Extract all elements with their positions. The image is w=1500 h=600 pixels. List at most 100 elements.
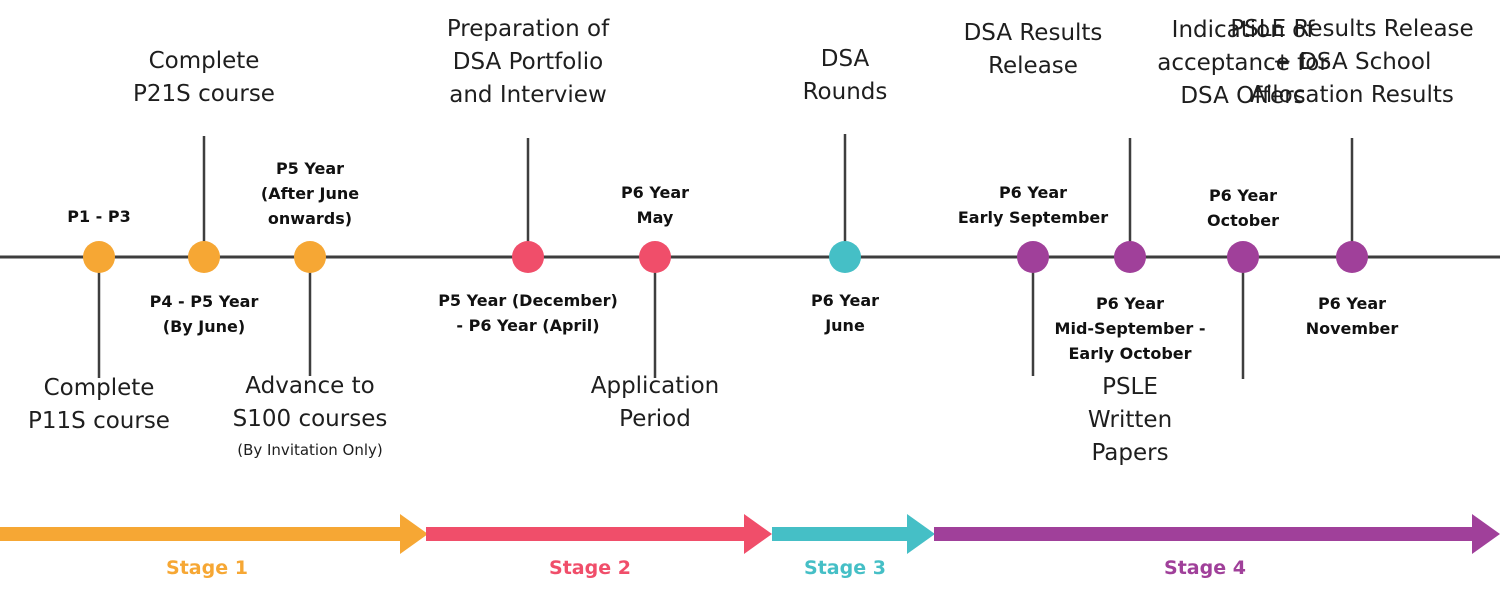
milestone-label-line: P11S course bbox=[28, 408, 170, 434]
milestone-dot bbox=[1017, 241, 1049, 273]
stage-arrow-3: Stage 3 bbox=[772, 514, 935, 579]
stage-arrow-shape bbox=[0, 514, 428, 554]
milestone-p5-after-june: Advance to S100 courses (By Invitation Onl… bbox=[233, 159, 388, 459]
milestone-label: Advance to S100 courses bbox=[233, 373, 388, 432]
milestone-label: Preparation of DSA Portfolio and Interview bbox=[447, 16, 610, 108]
milestone-dot bbox=[83, 241, 115, 273]
milestone-label-line: Period bbox=[619, 406, 691, 432]
milestone-label-line: Rounds bbox=[803, 79, 888, 105]
milestone-date-line: Mid-September - bbox=[1055, 319, 1206, 338]
milestone-date-line: P4 - P5 Year bbox=[150, 292, 259, 311]
milestone-label-line: and Interview bbox=[449, 82, 607, 108]
milestone-dot bbox=[1227, 241, 1259, 273]
milestone-date-line: Early October bbox=[1068, 344, 1191, 363]
stage-arrow-shape bbox=[934, 514, 1500, 554]
milestone-dot bbox=[829, 241, 861, 273]
milestone-dot bbox=[639, 241, 671, 273]
milestone-label: DSA Rounds bbox=[803, 46, 888, 105]
milestone-date-line: P6 Year bbox=[621, 183, 689, 202]
milestone-date-line: - P6 Year (April) bbox=[456, 316, 599, 335]
milestone-label-line: Papers bbox=[1091, 440, 1168, 466]
milestone-date-line: May bbox=[637, 208, 674, 227]
milestone-date-line: P6 Year bbox=[811, 291, 879, 310]
milestone-label-line: DSA bbox=[821, 46, 870, 72]
stage-label: Stage 1 bbox=[166, 557, 248, 579]
milestone-label-line: S100 courses bbox=[233, 406, 388, 432]
milestone-dot bbox=[1114, 241, 1146, 273]
stage-arrow-4: Stage 4 bbox=[934, 514, 1500, 579]
milestone-label-line: Indication of bbox=[1172, 17, 1316, 43]
milestone-label-line: PSLE bbox=[1102, 374, 1158, 400]
stage-arrows: Stage 1 Stage 2 Stage 3 Stage 4 bbox=[0, 514, 1500, 579]
milestone-note: (By Invitation Only) bbox=[237, 441, 383, 459]
stage-arrow-shape bbox=[426, 514, 772, 554]
stage-label: Stage 4 bbox=[1164, 557, 1246, 579]
stage-arrow-2: Stage 2 bbox=[426, 514, 772, 579]
milestone-label-line: Written bbox=[1088, 407, 1172, 433]
milestone-label-line: DSA Results bbox=[964, 20, 1103, 46]
milestone-label-line: Preparation of bbox=[447, 16, 610, 42]
milestone-date-line: October bbox=[1207, 211, 1279, 230]
milestone-label-line: Complete bbox=[44, 375, 155, 401]
milestone-label-line: Advance to bbox=[245, 373, 374, 399]
milestone-dot bbox=[294, 241, 326, 273]
milestone-label-line: PSLE Results Release bbox=[1230, 16, 1473, 42]
milestone-date-line: P6 Year bbox=[999, 183, 1067, 202]
milestone-label-line: Application bbox=[591, 373, 720, 399]
milestone-date-line: (By June) bbox=[163, 317, 245, 336]
milestone-p5-dec-p6-apr: Preparation of DSA Portfolio and Interview… bbox=[438, 16, 618, 335]
milestone-label-line: + DSA School bbox=[1273, 49, 1432, 75]
milestone-label-line: Complete bbox=[149, 48, 260, 74]
milestone-label-line: acceptance for bbox=[1157, 50, 1329, 76]
stage-arrow-shape bbox=[772, 514, 935, 554]
stage-label: Stage 3 bbox=[804, 557, 886, 579]
milestone-date-line: June bbox=[824, 316, 865, 335]
milestone-label-line: DSA Offers bbox=[1180, 83, 1305, 109]
milestone-date-line: P6 Year bbox=[1318, 294, 1386, 313]
stage-label: Stage 2 bbox=[549, 557, 631, 579]
milestone-label-line: P21S course bbox=[133, 81, 275, 107]
stage-arrow-1: Stage 1 bbox=[0, 514, 428, 579]
milestone-date-line: Early September bbox=[958, 208, 1108, 227]
milestone-date-line: P5 Year bbox=[276, 159, 344, 178]
milestone-date-line: P6 Year bbox=[1096, 294, 1164, 313]
milestone-date-line: P6 Year bbox=[1209, 186, 1277, 205]
milestone-dot bbox=[1336, 241, 1368, 273]
milestone-date: P5 Year (December) - P6 Year (April) bbox=[438, 291, 618, 335]
milestone-date-line: P5 Year (December) bbox=[438, 291, 618, 310]
milestone-dot bbox=[512, 241, 544, 273]
milestone-date: P4 - P5 Year (By June) bbox=[150, 292, 259, 336]
milestone-date: P1 - P3 bbox=[67, 207, 131, 226]
milestone-date-line: November bbox=[1306, 319, 1399, 338]
milestone-label-line: Allocation Results bbox=[1250, 82, 1454, 108]
milestone-dot bbox=[188, 241, 220, 273]
milestone-date-line: (After June bbox=[261, 184, 359, 203]
milestone-date: P5 Year (After June onwards) bbox=[261, 159, 359, 228]
milestone-label-line: DSA Portfolio bbox=[453, 49, 603, 75]
milestone-date-line: P1 - P3 bbox=[67, 207, 131, 226]
milestone-label-line: Release bbox=[988, 53, 1078, 79]
milestone-date-line: onwards) bbox=[268, 209, 352, 228]
